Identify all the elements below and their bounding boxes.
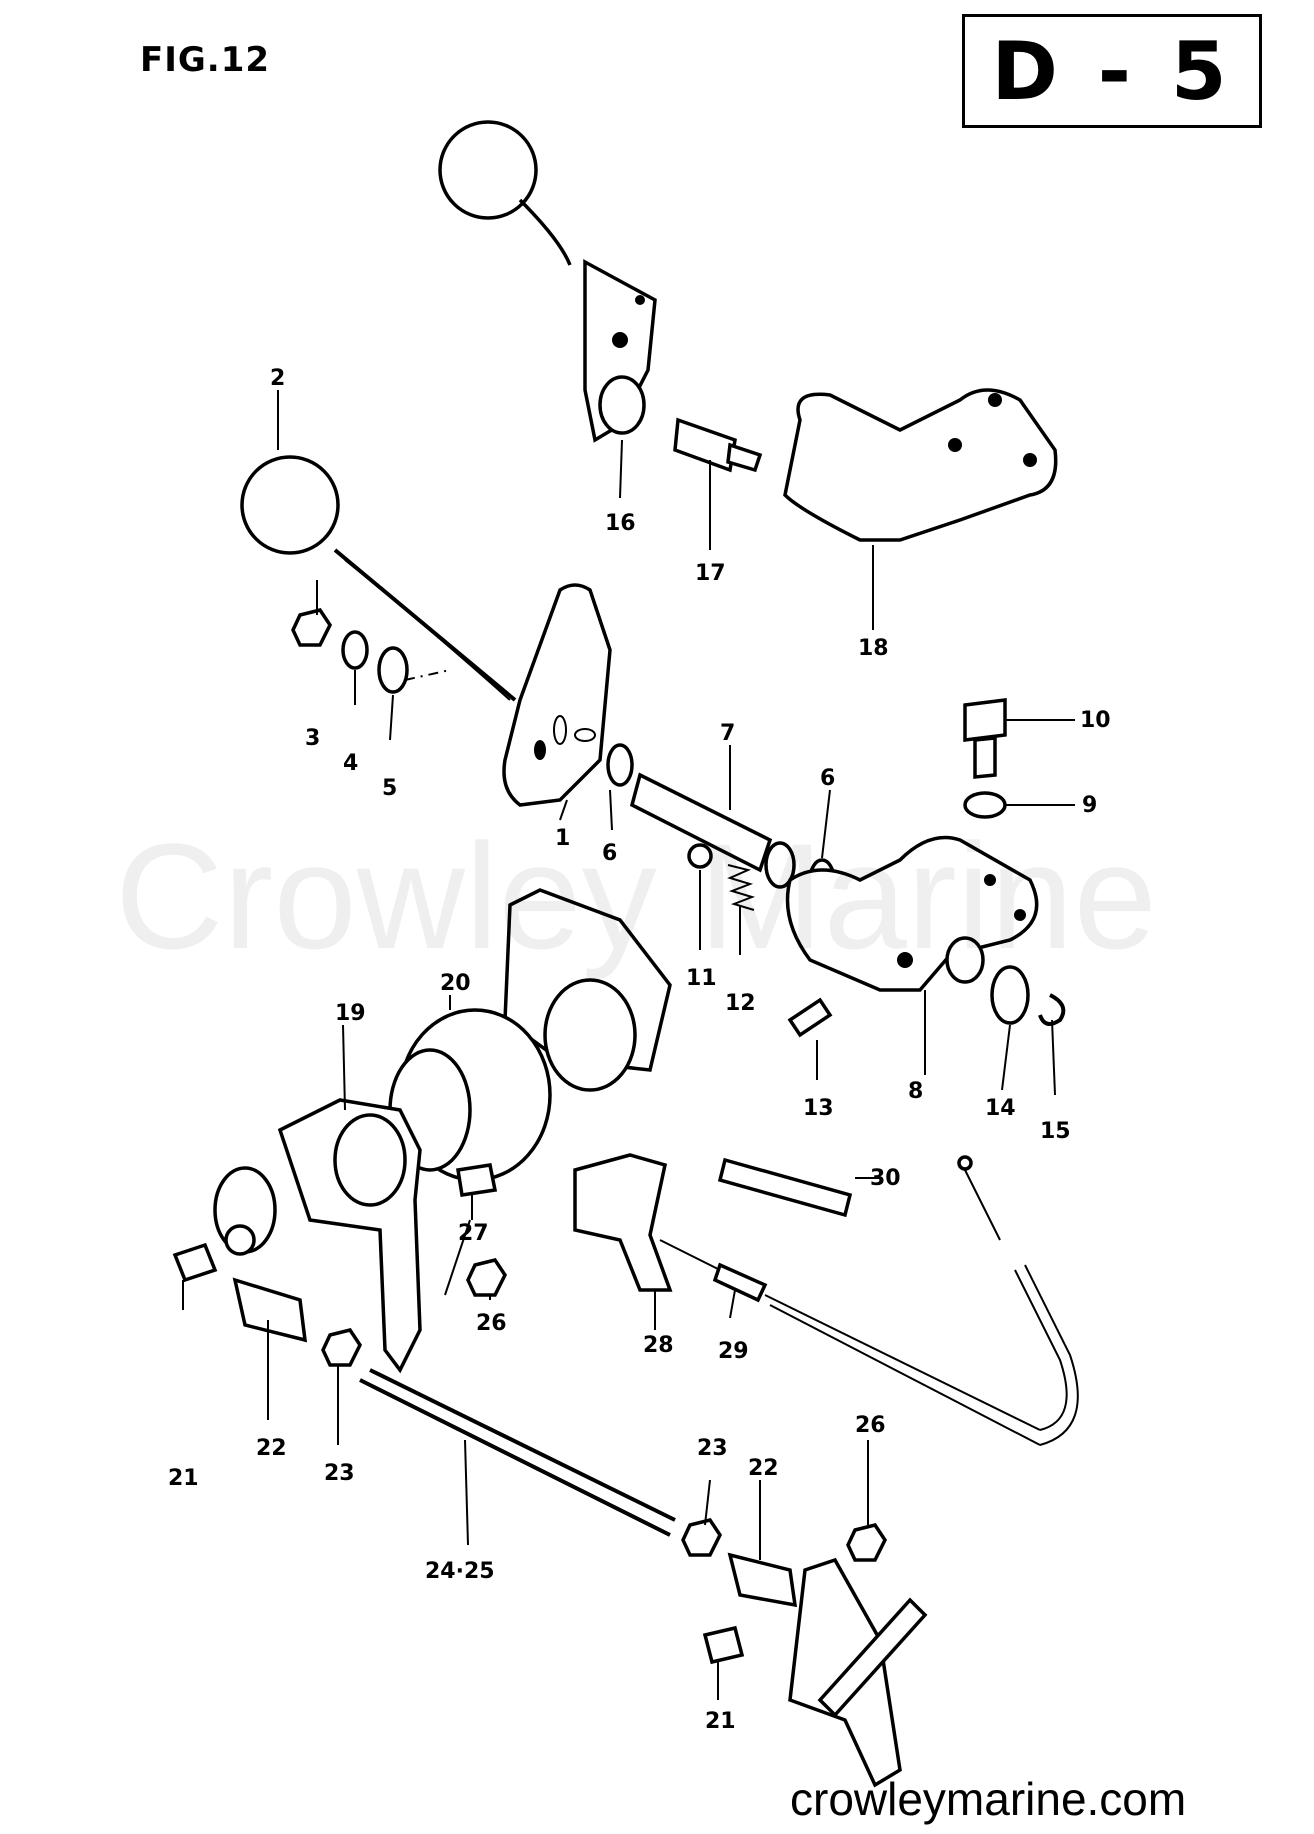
- callout-11: 11: [686, 966, 717, 991]
- part-19-arm: [213, 1098, 422, 1374]
- callout-4: 4: [343, 751, 358, 776]
- part-28-bracket: [573, 1153, 673, 1292]
- part-21-bolt-left: [172, 1242, 218, 1283]
- part-24-25-rod: [359, 1368, 676, 1537]
- callout-15: 15: [1040, 1119, 1071, 1144]
- parts-9-10-bolt-washer: [963, 698, 1007, 819]
- part-20-cam-assembly: [388, 888, 672, 1182]
- part-8-housing: [785, 835, 1039, 992]
- callout-29: 29: [718, 1339, 749, 1364]
- part-26-nut-mid: [466, 1258, 508, 1297]
- lower-arm: [817, 1597, 928, 1718]
- figure-label: FIG.12: [140, 40, 271, 80]
- parts-3-4-5-nut-washers: [291, 608, 451, 694]
- callout-28: 28: [643, 1333, 674, 1358]
- callout-2: 2: [270, 366, 285, 391]
- site-url: crowleymarine.com: [790, 1773, 1187, 1825]
- callout-18: 18: [858, 636, 889, 661]
- callout-8: 8: [908, 1079, 923, 1104]
- callout-21-a: 21: [168, 1466, 199, 1491]
- callout-5: 5: [382, 776, 397, 801]
- part-22-joint-right: [727, 1552, 798, 1608]
- callout-1: 1: [555, 826, 570, 851]
- part-29-cable: [659, 1155, 1079, 1446]
- part-14-washer: [990, 965, 1030, 1025]
- part-17-stud: [673, 417, 763, 473]
- callout-17: 17: [695, 561, 726, 586]
- callout-23-b: 23: [697, 1436, 728, 1461]
- part-16-upper-lever: [438, 120, 657, 443]
- parts-11-12-ball-spring: [687, 843, 756, 911]
- callout-10: 10: [1080, 708, 1111, 733]
- callout-3: 3: [305, 726, 320, 751]
- callout-7: 7: [720, 721, 735, 746]
- callout-23-a: 23: [324, 1461, 355, 1486]
- callout-20: 20: [440, 971, 471, 996]
- callout-24-25: 24·25: [425, 1559, 495, 1584]
- callout-6-b: 6: [820, 766, 835, 791]
- callout-21-b: 21: [705, 1709, 736, 1734]
- part-23-nut-left: [321, 1328, 363, 1367]
- part-2-shift-knob: [240, 455, 517, 702]
- section-code-box: D - 5: [962, 14, 1262, 128]
- callout-27: 27: [458, 1221, 489, 1246]
- callout-26-a: 26: [476, 1311, 507, 1336]
- callout-22-a: 22: [256, 1436, 287, 1461]
- callout-12: 12: [725, 991, 756, 1016]
- part-27-pin: [455, 1163, 498, 1197]
- part-15-circlip: [1038, 993, 1066, 1026]
- callout-13: 13: [803, 1096, 834, 1121]
- part-18-bracket: [783, 388, 1058, 542]
- part-13-fitting: [787, 997, 833, 1038]
- callout-16: 16: [605, 511, 636, 536]
- callout-labels: 2 1 3 4 5 6 6 7 8 9 10 11 12 13 14 15 16…: [168, 366, 1111, 1734]
- callout-26-b: 26: [855, 1413, 886, 1438]
- callout-14: 14: [985, 1096, 1016, 1121]
- part-23-nut-right: [681, 1518, 723, 1557]
- callout-9: 9: [1082, 793, 1097, 818]
- part-30-strap: [717, 1157, 853, 1218]
- part-22-joint-left: [232, 1277, 308, 1343]
- part-26-nut-right: [846, 1523, 888, 1562]
- callout-19: 19: [335, 1001, 366, 1026]
- callout-22-b: 22: [748, 1456, 779, 1481]
- part-1-lever-plate: [502, 583, 612, 807]
- part-21-bolt-right: [702, 1625, 745, 1665]
- callout-30: 30: [870, 1166, 901, 1191]
- leader-lines: [182, 390, 1075, 1700]
- callout-6-a: 6: [602, 841, 617, 866]
